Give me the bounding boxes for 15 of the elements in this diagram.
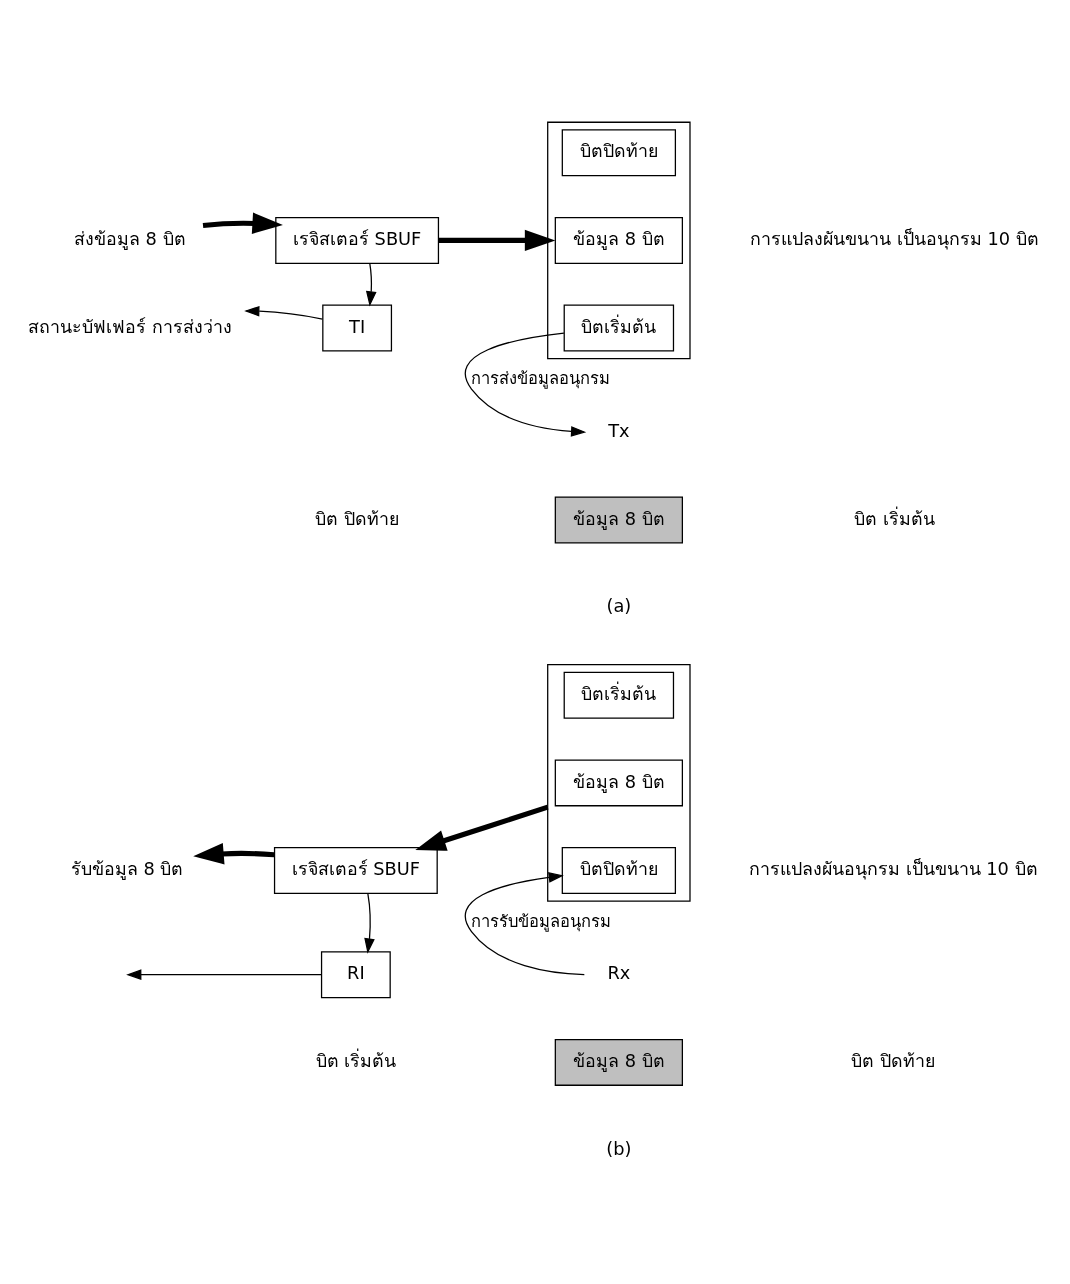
label: (a)	[606, 594, 632, 616]
label: บิต เริ่มต้น	[315, 1049, 397, 1071]
node-text: สถานะบัฟเฟอร์ การส่งว่าง	[27, 315, 232, 337]
label: บิต ปิดท้าย	[851, 1049, 936, 1071]
edge-label: การส่งข้อมูลอนุกรม	[471, 368, 611, 388]
node-text: Tx	[608, 419, 630, 441]
label: บิต ปิดท้าย	[315, 507, 399, 529]
node-text: ส่งข้อมูล 8 บิต	[73, 227, 186, 249]
node-text: รับข้อมูล 8 บิต	[70, 857, 184, 879]
edge-label: การรับข้อมูลอนุกรม	[470, 911, 611, 931]
label: บิต เริ่มต้น	[854, 507, 935, 529]
node-label: การแปลงผันอนุกรม เป็นขนาน 10 บิต	[748, 857, 1038, 879]
label: (b)	[606, 1137, 632, 1159]
node-label: การแปลงผันขนาน เป็นอนุกรม 10 บิต	[750, 227, 1039, 249]
node-text: Rx	[607, 961, 631, 983]
